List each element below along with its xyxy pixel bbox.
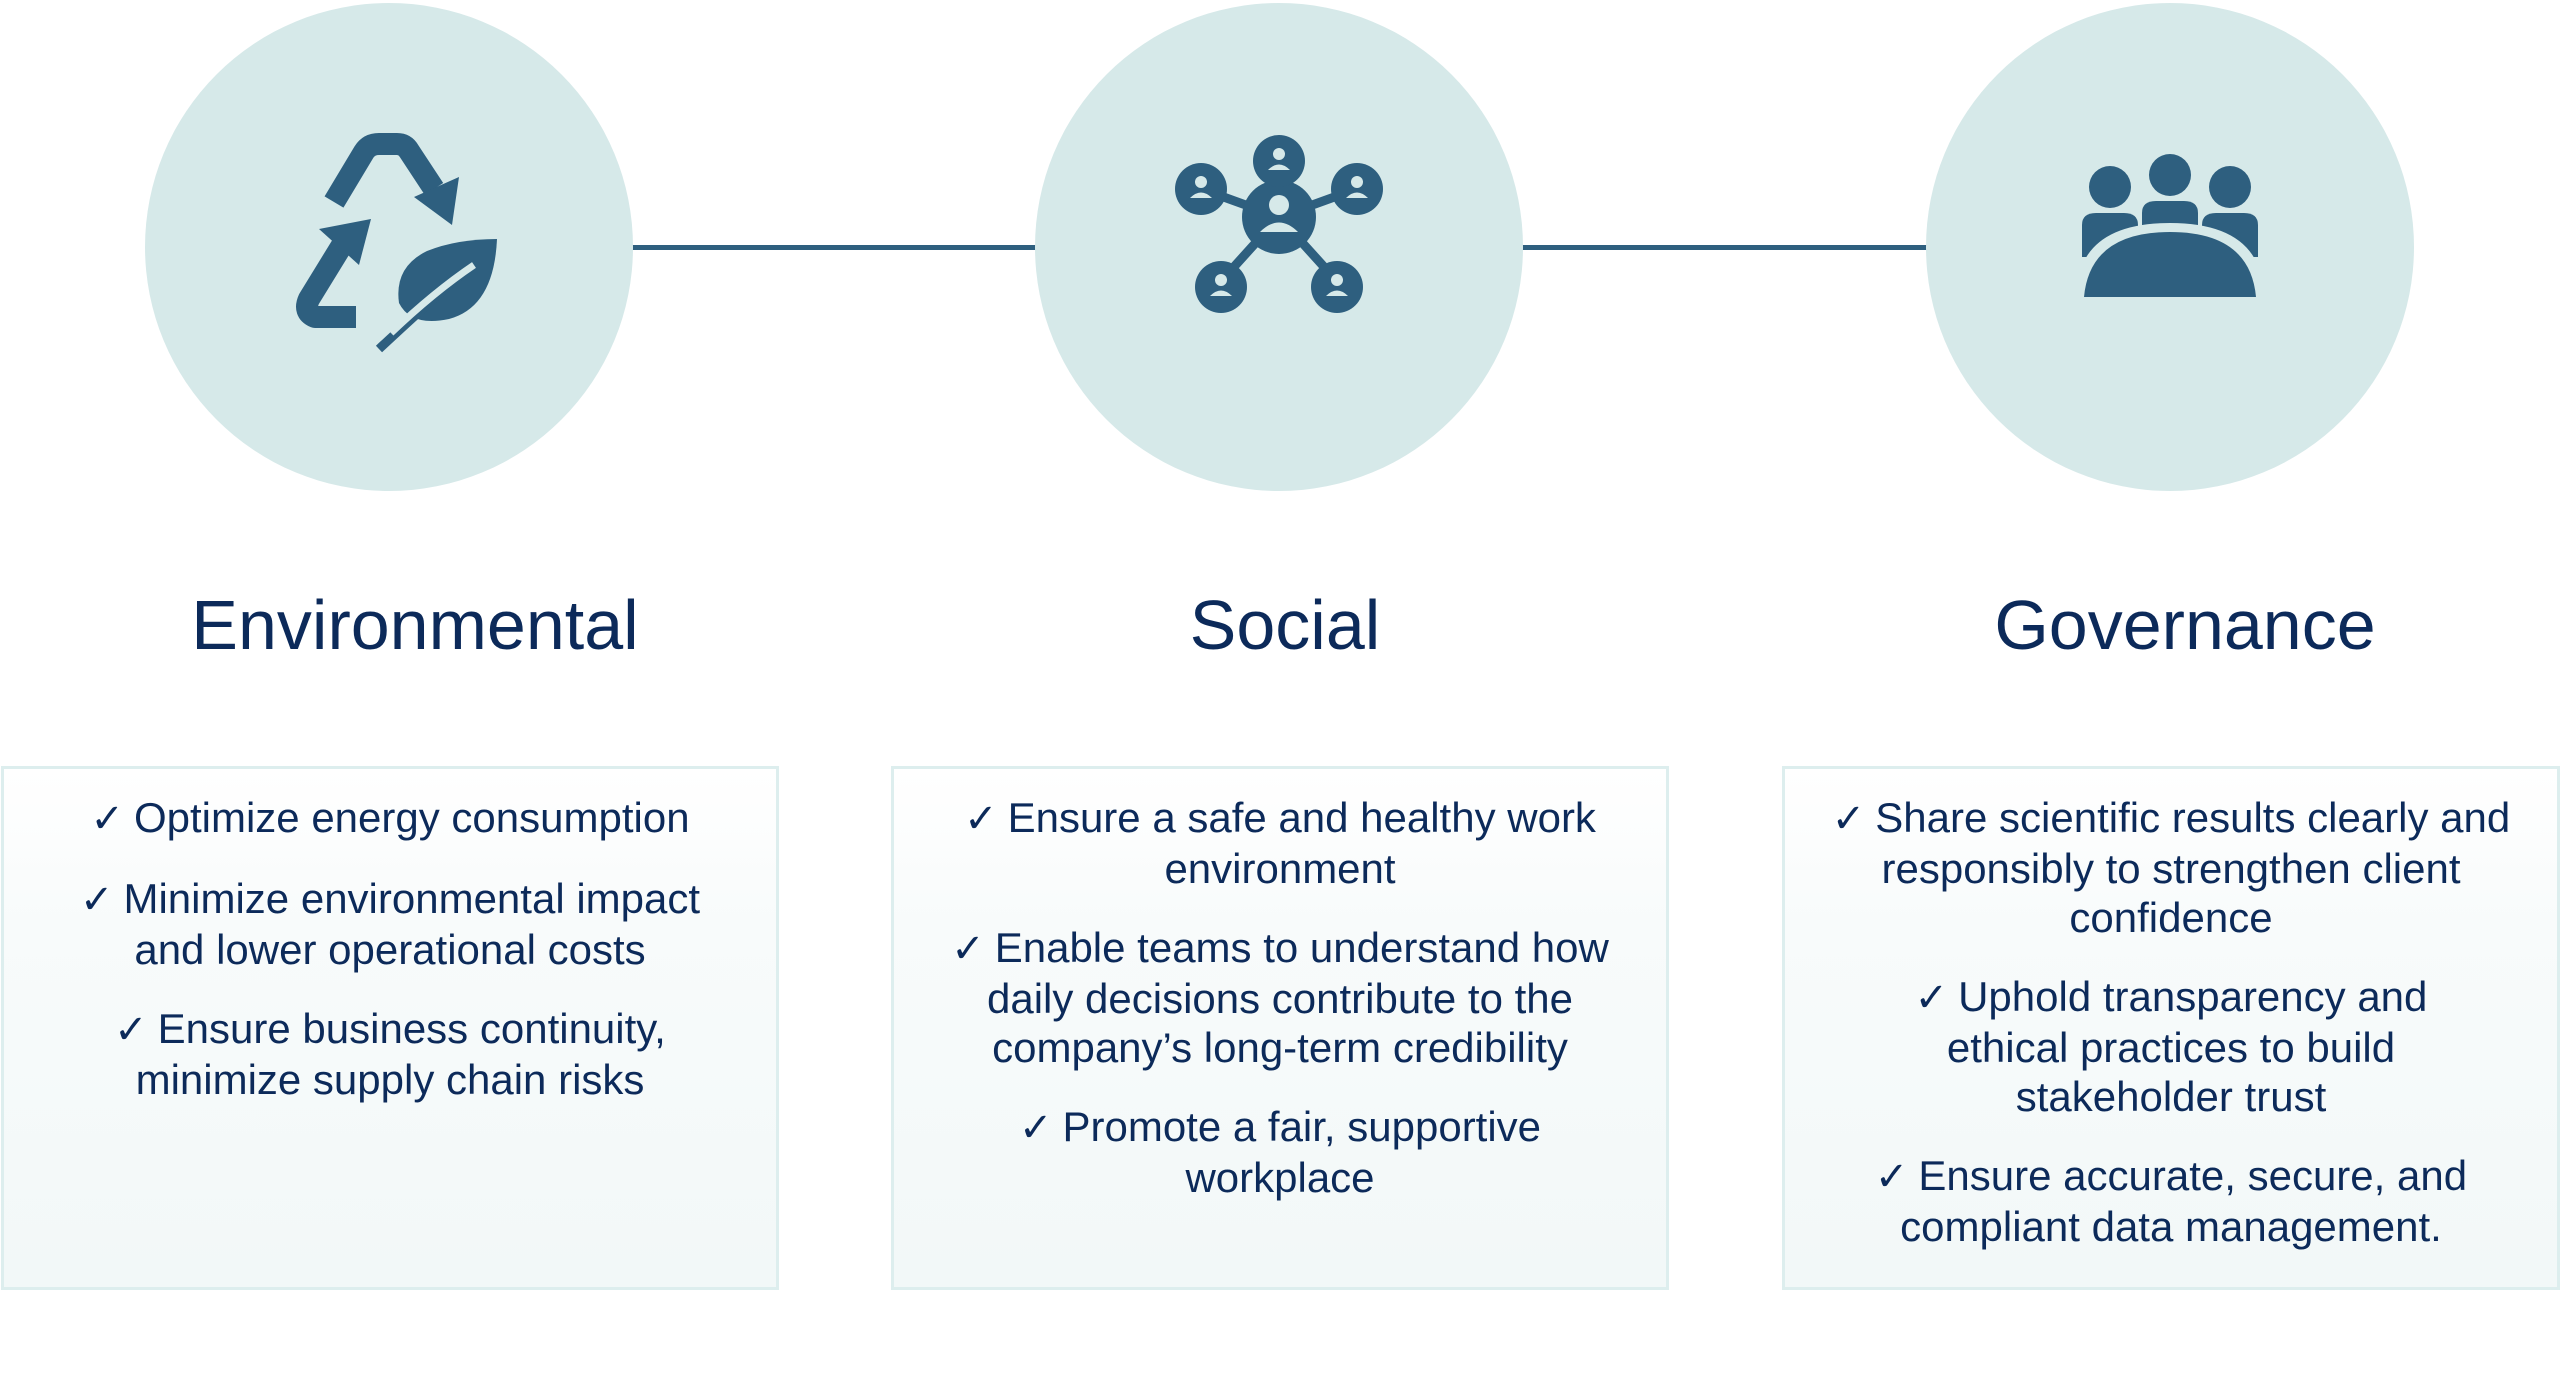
checkmark-icon: ✓ xyxy=(1831,796,1866,842)
list-item-text: Enable teams to understand how daily dec… xyxy=(986,924,1609,1071)
connector-line-environmental-social xyxy=(630,245,1038,250)
environmental-card: ✓Optimize energy consumption ✓Minimize e… xyxy=(1,766,779,1290)
governance-icon-circle xyxy=(1926,3,2414,491)
checkmark-icon: ✓ xyxy=(964,796,998,842)
social-title: Social xyxy=(1189,586,1381,664)
list-item: ✓Promote a fair, supportive workplace xyxy=(960,1102,1600,1202)
recycle-leaf-icon xyxy=(296,133,497,353)
checkmark-icon: ✓ xyxy=(114,1007,148,1053)
list-item: ✓Minimize environmental impact and lower… xyxy=(40,874,740,974)
checkmark-icon: ✓ xyxy=(79,877,114,923)
list-item: ✓Ensure a safe and healthy work environm… xyxy=(920,793,1640,893)
checkmark-icon: ✓ xyxy=(1874,1154,1909,1200)
list-item-text: Uphold transparency and ethical practice… xyxy=(1946,973,2428,1120)
checkmark-icon: ✓ xyxy=(1914,975,1949,1021)
list-item-text: Share scientific results clearly and res… xyxy=(1875,794,2511,941)
list-item: ✓Optimize energy consumption xyxy=(40,793,740,844)
list-item: ✓Ensure business continuity, minimize su… xyxy=(55,1004,725,1104)
checkmark-icon: ✓ xyxy=(90,796,124,842)
list-item-text: Optimize energy consumption xyxy=(133,794,690,841)
social-card: ✓Ensure a safe and healthy work environm… xyxy=(891,766,1669,1290)
governance-title: Governance xyxy=(1994,586,2376,664)
list-item-text: Ensure business continuity, minimize sup… xyxy=(135,1005,666,1103)
list-item: ✓Share scientific results clearly and re… xyxy=(1821,793,2521,942)
checkmark-icon: ✓ xyxy=(951,926,985,972)
list-item-text: Ensure accurate, secure, and compliant d… xyxy=(1900,1152,2468,1250)
list-item: ✓Uphold transparency and ethical practic… xyxy=(1861,972,2481,1121)
environmental-title: Environmental xyxy=(191,586,639,664)
list-item-text: Ensure a safe and healthy work environme… xyxy=(1007,794,1596,892)
list-item-text: Promote a fair, supportive workplace xyxy=(1062,1103,1542,1201)
social-icon-circle xyxy=(1035,3,1523,491)
people-network-icon xyxy=(1175,135,1383,313)
list-item: ✓Enable teams to understand how daily de… xyxy=(940,923,1620,1072)
list-item: ✓Ensure accurate, secure, and compliant … xyxy=(1821,1151,2521,1251)
board-meeting-icon xyxy=(2076,154,2264,299)
environmental-icon-circle xyxy=(145,3,633,491)
checkmark-icon: ✓ xyxy=(1018,1105,1053,1151)
list-item-text: Minimize environmental impact and lower … xyxy=(123,875,701,973)
governance-card: ✓Share scientific results clearly and re… xyxy=(1782,766,2560,1290)
connector-line-social-governance xyxy=(1521,245,1929,250)
